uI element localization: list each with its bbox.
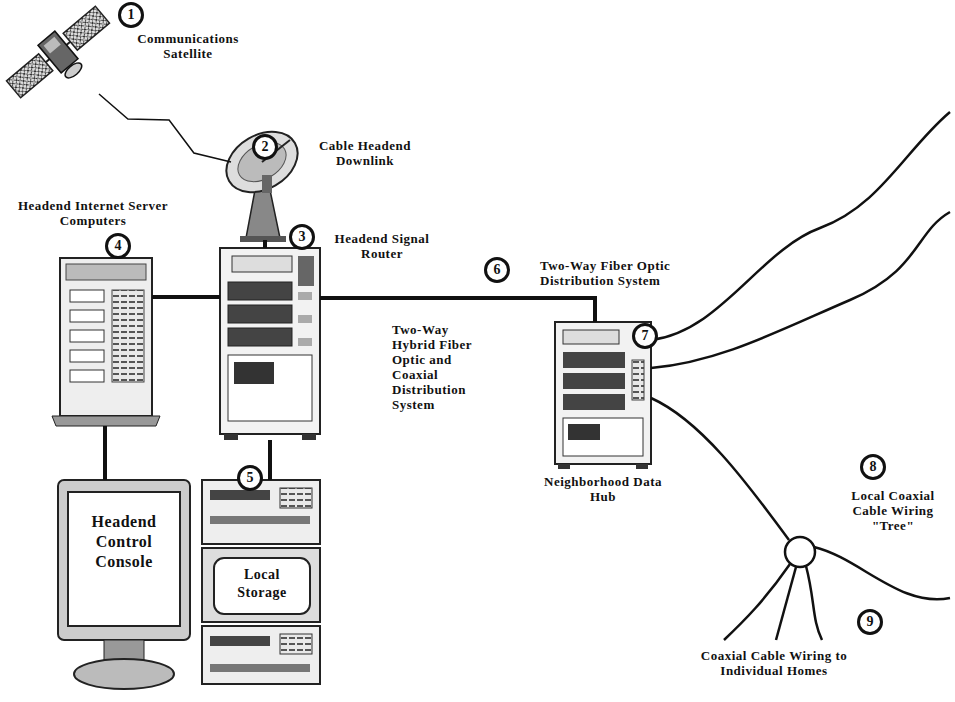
node-label: Headend Signal Router xyxy=(322,231,442,261)
callout-number: 2 xyxy=(252,134,278,160)
callout-number: 1 xyxy=(118,2,144,28)
callout-number: 8 xyxy=(860,454,886,480)
cable-connector xyxy=(103,426,107,480)
node-label: Neighborhood Data Hub xyxy=(540,474,666,504)
distribution-label: Two-Way Hybrid Fiber Optic and Coaxial D… xyxy=(392,322,488,412)
callout-number: 9 xyxy=(857,609,883,635)
node-label: Communications Satellite xyxy=(124,31,252,61)
tree-label: Local Coaxial Cable Wiring "Tree" xyxy=(836,488,950,533)
callout-number: 3 xyxy=(289,224,315,250)
storage-node: Local Storage xyxy=(202,480,320,686)
cable-connector xyxy=(99,94,231,162)
node-label: Headend Control Console xyxy=(72,512,176,572)
node-label: Headend Internet Server Computers xyxy=(16,198,170,228)
router-node: Headend Signal Router xyxy=(220,248,320,440)
server-tower xyxy=(52,258,160,426)
node-label: Local Storage xyxy=(218,566,306,602)
coaxial-wiring xyxy=(651,112,950,640)
callout-number: 7 xyxy=(632,323,658,349)
storage-stack xyxy=(202,480,320,684)
homes-label: Coaxial Cable Wiring to Individual Homes xyxy=(688,648,860,678)
router-rack xyxy=(220,248,320,440)
console-node: Headend Control Console xyxy=(58,480,190,692)
cable-connector xyxy=(320,298,595,322)
satellite-node: Communications Satellite xyxy=(12,8,107,100)
server-node: Headend Internet Server Computers xyxy=(60,258,152,426)
callout-number: 6 xyxy=(484,257,510,283)
node-label: Cable Headend Downlink xyxy=(306,138,424,168)
console-monitor xyxy=(58,480,190,689)
callout-number: 4 xyxy=(105,233,131,259)
satellite xyxy=(2,1,121,112)
cable-connector xyxy=(268,440,272,480)
cable-connector xyxy=(152,295,220,299)
fiber-label: Two-Way Fiber Optic Distribution System xyxy=(540,258,698,288)
downlink-dish xyxy=(216,120,309,242)
cable-connector xyxy=(263,240,267,248)
callout-number: 5 xyxy=(237,465,263,491)
